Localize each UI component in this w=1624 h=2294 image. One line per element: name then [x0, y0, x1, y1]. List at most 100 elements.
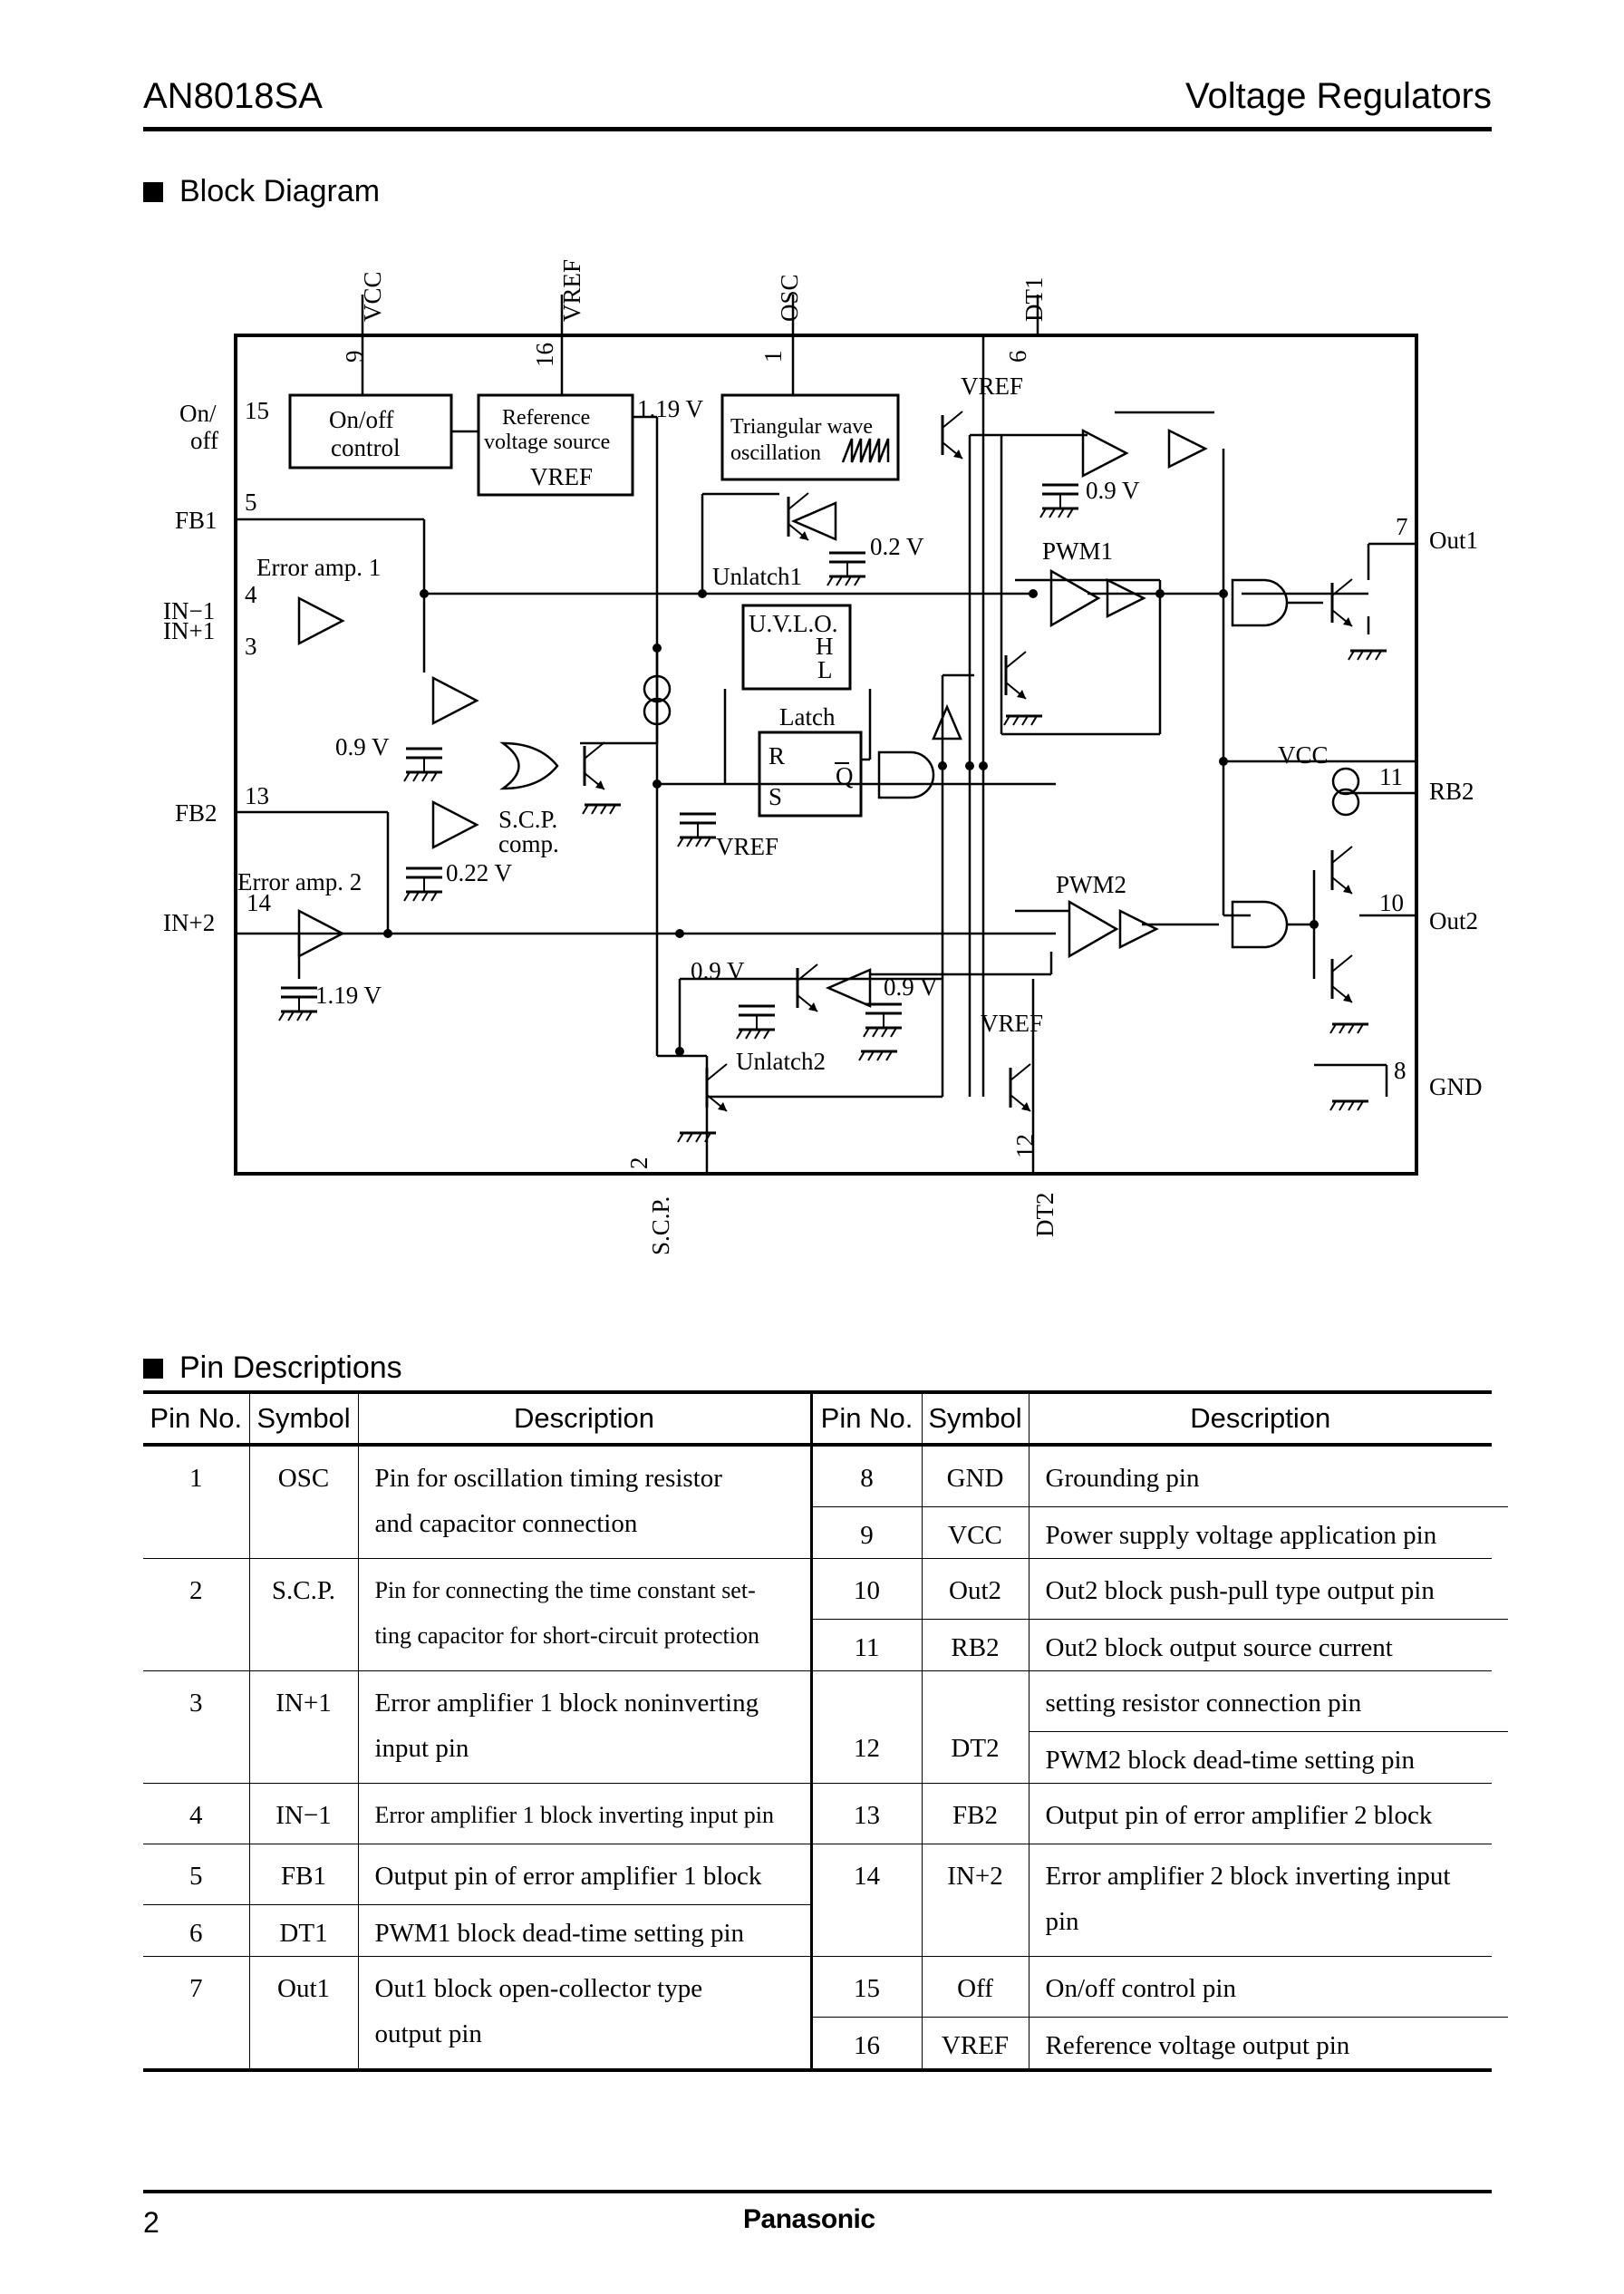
pin-number-15: 15: [245, 397, 269, 424]
description-line: PWM2 block dead-time setting pin: [1045, 1746, 1416, 1775]
pin-name-dt1: DT1: [1020, 277, 1048, 323]
section-title: Pin Descriptions: [179, 1350, 402, 1385]
pin-number-value: 5: [189, 1862, 203, 1891]
pin-symbol-value: DT1: [279, 1919, 328, 1948]
description-line: pin: [1045, 1907, 1079, 1936]
pin-number-value: 6: [189, 1919, 203, 1948]
document-category: Voltage Regulators: [1184, 76, 1492, 116]
description-line: output pin: [374, 2019, 482, 2048]
pin-number-value: 15: [854, 1974, 880, 2003]
pin-number-value: 16: [854, 2031, 880, 2060]
pin-number-value: 8: [860, 1464, 874, 1493]
col-header-symbol: Symbol: [921, 1390, 1029, 1447]
brand-logo: Panasonic: [743, 2204, 875, 2234]
pin-symbol: DT2: [921, 1670, 1029, 1784]
uvlo-block-title: U.V.L.O.: [749, 610, 838, 637]
latch-title: Latch: [779, 703, 836, 731]
pin-symbol-value: GND: [946, 1464, 1004, 1493]
latch-q-label: Q: [836, 762, 854, 789]
pin-symbol-value: Off: [957, 1974, 993, 2003]
label-0-22v: 0.22 V: [446, 859, 513, 886]
pin-number-14: 14: [246, 889, 272, 916]
description-line: Out1 block open-collector type: [374, 1974, 703, 2003]
label-error-amp-1: Error amp. 1: [256, 554, 381, 581]
pin-number: 1: [143, 1445, 249, 1559]
pin-number: 13: [809, 1783, 922, 1844]
pin-symbol-value: VREF: [941, 2031, 1010, 2060]
label-1-19v-bottom: 1.19 V: [315, 982, 382, 1009]
label-unlatch2: Unlatch2: [736, 1048, 826, 1075]
pin-name-dt2: DT2: [1031, 1193, 1058, 1238]
pin-number-10: 10: [1379, 889, 1404, 916]
col-header-symbol: Symbol: [248, 1390, 358, 1447]
pin-name-in-plus-2: IN+2: [163, 909, 215, 936]
pin-number-4: 4: [245, 581, 257, 608]
ref-block-line1: Reference: [502, 406, 590, 430]
uvlo-l-label: L: [817, 656, 833, 683]
label-0-9v-b: 0.9 V: [1086, 477, 1140, 504]
pin-number-6: 6: [1004, 351, 1031, 363]
description-line: ting capacitor for short-circuit protect…: [374, 1622, 760, 1649]
col-header-description: Description: [1028, 1390, 1492, 1447]
description-line: On/off control pin: [1045, 1974, 1237, 2003]
pin-description-table: Pin No. Symbol Description Pin No. Symbo…: [143, 1390, 1508, 2072]
osc-block-line1: Triangular wave: [730, 415, 873, 439]
label-pwm2: PWM2: [1056, 871, 1126, 898]
pin-number-16: 16: [531, 343, 558, 367]
pin-symbol-value: FB1: [281, 1862, 326, 1891]
table-row: 4 IN−1 Error amplifier 1 block inverting…: [143, 1783, 1492, 1844]
pin-description: Error amplifier 2 block inverting input p…: [1028, 1844, 1492, 1957]
table-row: 2 S.C.P. Pin for connecting the time con…: [143, 1558, 1508, 1671]
pin-number-7: 7: [1396, 513, 1408, 540]
description-line: PWM1 block dead-time setting pin: [374, 1919, 745, 1948]
description-line: Error amplifier 1 block noninverting: [374, 1689, 759, 1718]
pin-name-scp: S.C.P.: [647, 1196, 674, 1255]
label-vcc-right: VCC: [1278, 741, 1329, 769]
pin-number-2: 2: [625, 1157, 652, 1170]
pin-name-gnd: GND: [1429, 1073, 1483, 1100]
pin-symbol: Out1: [248, 1956, 358, 2072]
pin-symbol-value: DT2: [951, 1734, 1000, 1763]
label-0-9v-c: 0.9 V: [691, 957, 745, 984]
square-bullet-icon: [143, 181, 163, 202]
onoff-block-line1: On/off: [329, 406, 394, 433]
header-rule: [143, 127, 1492, 131]
col-header-description: Description: [357, 1390, 811, 1447]
label-unlatch1: Unlatch1: [712, 563, 802, 590]
pin-number-value: 12: [854, 1734, 880, 1763]
pin-description: Error amplifier 1 block noninverting inpu…: [357, 1670, 811, 1784]
pin-name-out1: Out1: [1429, 527, 1478, 554]
description-line: input pin: [374, 1734, 469, 1763]
pin-name-fb2: FB2: [175, 799, 218, 827]
label-pwm1: PWM1: [1042, 537, 1113, 565]
pin-name-vcc-top: VCC: [359, 271, 386, 322]
latch-s-label: S: [768, 783, 782, 810]
pin-number-value: 9: [860, 1521, 874, 1550]
onoff-block-line2: control: [331, 434, 400, 461]
description-line: Power supply voltage application pin: [1045, 1521, 1437, 1550]
description-line: Pin for connecting the time constant set…: [374, 1577, 756, 1603]
section-heading-pin-descriptions: Pin Descriptions: [143, 1350, 402, 1386]
label-0-9v-d: 0.9 V: [884, 973, 938, 1001]
description-line: Output pin of error amplifier 1 block: [374, 1862, 762, 1891]
pin-number-8: 8: [1394, 1057, 1406, 1084]
label-scp-comp-line2: comp.: [498, 830, 559, 857]
pin-name-in-minus-1: IN−1: [163, 597, 215, 624]
col-header-pin-no: Pin No.: [143, 1390, 249, 1447]
pin-number-11: 11: [1379, 763, 1403, 790]
pin-symbol: FB2: [921, 1783, 1029, 1844]
section-heading-block-diagram: Block Diagram: [143, 174, 380, 209]
description-line: Error amplifier 2 block inverting input: [1045, 1862, 1451, 1891]
pin-name-out2: Out2: [1429, 907, 1478, 934]
pin-symbol-value: RB2: [951, 1633, 1000, 1662]
label-0-9v-a: 0.9 V: [335, 733, 390, 760]
